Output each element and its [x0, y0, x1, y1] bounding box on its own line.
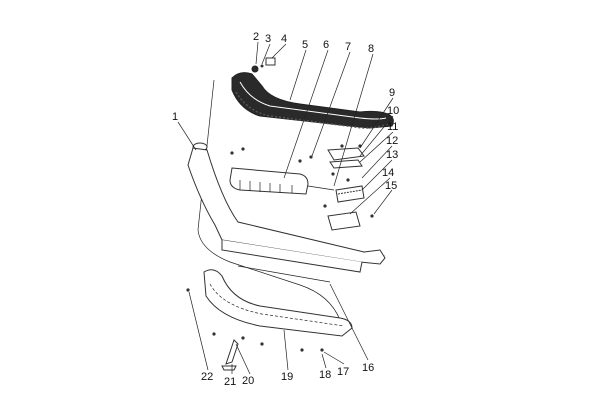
deck-cover	[231, 72, 394, 129]
switch-parts	[251, 57, 276, 73]
callout-6: 6	[323, 39, 329, 51]
callout-3: 3	[265, 33, 271, 45]
callout-19: 19	[281, 371, 293, 383]
wire	[237, 265, 331, 283]
callout-10: 10	[387, 105, 399, 117]
callout-16: 16	[362, 362, 374, 374]
callout-15: 15	[385, 180, 397, 192]
callout-4: 4	[281, 33, 287, 45]
callout-17: 17	[337, 366, 349, 378]
kickstand	[221, 339, 239, 371]
callout-18: 18	[319, 369, 331, 381]
connector-box	[327, 211, 361, 231]
callout-8: 8	[368, 43, 374, 55]
main-frame	[187, 142, 386, 273]
bottom-cover	[203, 269, 353, 337]
leader-lines	[177, 41, 394, 375]
callout-5: 5	[302, 39, 308, 51]
callout-7: 7	[345, 41, 351, 53]
callout-labels: 1 2 3 4 5 6 7 8 9 10 11 12 13 14 15 16 1…	[172, 31, 399, 388]
callout-14: 14	[382, 167, 394, 179]
callout-20: 20	[242, 375, 254, 387]
callout-1: 1	[172, 111, 178, 123]
callout-13: 13	[386, 149, 398, 161]
battery-pack	[229, 167, 335, 195]
controller-cover	[327, 147, 365, 169]
callout-21: 21	[224, 376, 236, 388]
callout-2: 2	[253, 31, 259, 43]
cable	[197, 79, 341, 321]
callout-9: 9	[389, 87, 395, 99]
callout-12: 12	[386, 135, 398, 147]
callout-22: 22	[201, 371, 213, 383]
screws	[186, 144, 374, 352]
controller	[335, 185, 365, 203]
callout-11: 11	[387, 121, 398, 133]
